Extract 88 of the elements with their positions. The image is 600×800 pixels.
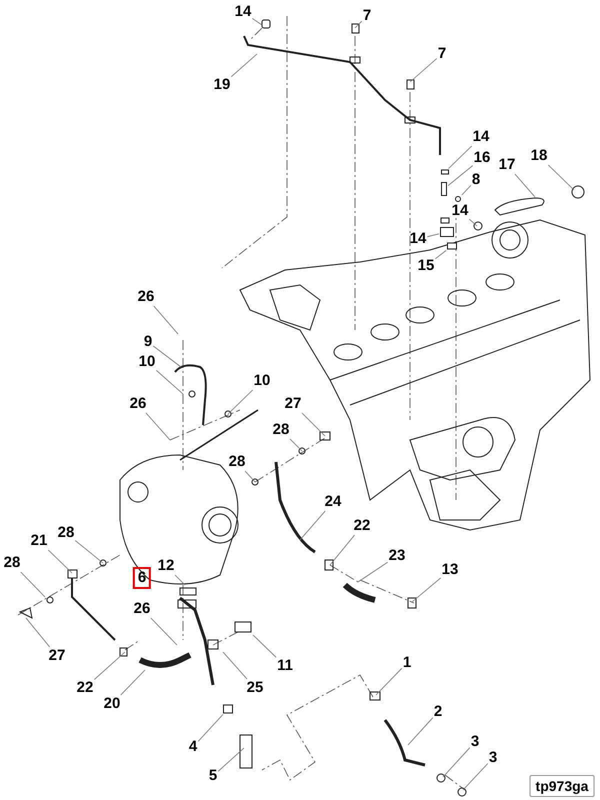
callout-number: 24	[324, 494, 342, 510]
clamp-drawing	[223, 704, 233, 714]
callout-number: 26	[138, 289, 154, 305]
leader-line	[548, 164, 574, 190]
leader-line	[20, 572, 46, 598]
leader-line	[222, 652, 248, 680]
leader-line	[448, 146, 472, 169]
callout-number: 14	[452, 203, 468, 219]
callout-number: 15	[418, 258, 434, 274]
leader-line	[230, 54, 258, 78]
callout-number: 28	[228, 454, 246, 470]
callout-number: 22	[354, 518, 370, 534]
leader-line	[252, 18, 262, 26]
leader-line	[354, 20, 362, 28]
callout-number: 27	[284, 396, 302, 412]
leader-line	[434, 250, 446, 260]
callout-number: 5	[208, 768, 218, 784]
callout-number: 20	[104, 696, 120, 712]
callout-number: 3	[488, 750, 498, 766]
leader-line	[376, 668, 402, 696]
leader-line	[198, 714, 224, 742]
leader-line	[146, 412, 170, 440]
callout-number: 28	[272, 422, 290, 438]
leader-line	[174, 574, 186, 586]
callout-number: 27	[48, 648, 66, 664]
callout-number: 23	[388, 548, 406, 564]
leader-line	[153, 306, 178, 334]
leader-line	[150, 618, 178, 646]
callout-number: 16	[474, 150, 490, 166]
callout-number: 14	[234, 4, 252, 20]
leader-line	[74, 540, 104, 564]
leader-line	[514, 174, 536, 198]
highlighted-callout-number: 6	[132, 567, 152, 589]
callout-number: 14	[410, 231, 426, 247]
clamp-drawing	[447, 242, 457, 250]
leader-line	[461, 185, 472, 196]
callout-number: 10	[254, 373, 270, 389]
clamp-drawing	[440, 227, 454, 237]
callout-number: 26	[130, 396, 146, 412]
leader-line	[152, 346, 182, 368]
callout-number: 18	[530, 148, 548, 164]
sleeve-drawing	[441, 182, 447, 196]
callout-number: 8	[472, 172, 480, 188]
callout-number: 25	[246, 680, 264, 696]
screw-drawing	[455, 196, 461, 202]
callout-number: 4	[188, 739, 198, 755]
leader-line	[94, 652, 126, 680]
leader-line	[218, 748, 244, 772]
leader-line	[26, 618, 50, 648]
leader-line	[358, 562, 388, 582]
leader-line	[426, 234, 440, 238]
callout-number: 26	[134, 601, 150, 617]
drawing-number-tag: tp973ga	[530, 775, 594, 797]
leader-line	[302, 412, 326, 436]
callout-number: 17	[498, 157, 516, 173]
leader-line	[252, 634, 276, 658]
clamp-drawing	[441, 170, 449, 174]
leader-line	[468, 218, 478, 226]
leader-line	[408, 717, 434, 746]
callout-number: 7	[438, 46, 446, 62]
callout-number: 22	[76, 680, 94, 696]
callout-number: 13	[442, 562, 458, 578]
callout-number: 7	[362, 8, 372, 24]
leader-line	[412, 578, 442, 602]
callout-number: 1	[402, 655, 412, 671]
leader-line	[290, 438, 302, 452]
callout-number: 14	[472, 129, 490, 145]
leader-line	[156, 370, 184, 394]
callout-number: 12	[158, 558, 174, 574]
leader-line	[120, 670, 146, 696]
leader-line	[410, 58, 438, 82]
callout-number: 21	[30, 533, 48, 549]
callout-number: 19	[214, 77, 230, 93]
leader-line	[330, 534, 355, 566]
callout-number: 9	[144, 334, 152, 350]
leader-line	[48, 550, 72, 574]
leader-line	[228, 390, 254, 414]
leader-line	[442, 747, 470, 778]
leader-line	[448, 165, 474, 186]
leader-line	[244, 470, 256, 482]
callout-number: 28	[58, 525, 74, 541]
leader-line	[300, 510, 326, 540]
leader-line	[462, 763, 488, 790]
callout-number: 11	[277, 658, 293, 674]
callout-number: 10	[138, 354, 156, 370]
callout-number: 28	[4, 555, 20, 571]
callout-number: 2	[434, 704, 442, 720]
callout-number: 3	[470, 734, 480, 750]
